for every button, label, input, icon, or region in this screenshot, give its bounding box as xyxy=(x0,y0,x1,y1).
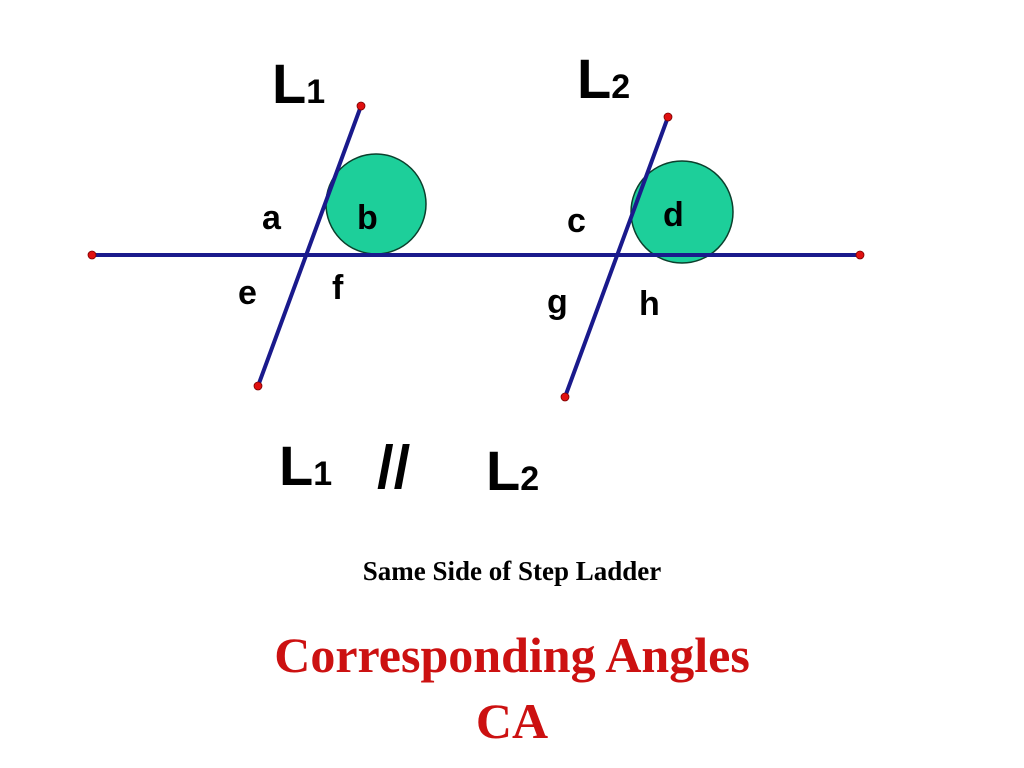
relation-left-label: L1 xyxy=(279,434,332,497)
line-l2 xyxy=(563,115,670,399)
line-l1 xyxy=(256,104,363,388)
relation-right-label: L2 xyxy=(486,439,539,502)
angle-e-label: e xyxy=(238,274,257,312)
line-l2-label: L2 xyxy=(577,47,630,110)
angle-d-label: d xyxy=(663,196,684,234)
transversal-left-endpoint xyxy=(87,250,97,260)
angle-a-label: a xyxy=(262,199,282,237)
angle-f-label: f xyxy=(332,269,344,307)
line-l2-top-endpoint xyxy=(663,112,673,122)
title-abbreviation: CA xyxy=(475,693,549,749)
transversal-right-endpoint xyxy=(855,250,865,260)
step-ladder-caption: Same Side of Step Ladder xyxy=(362,556,662,586)
line-l1-top-endpoint xyxy=(356,101,366,111)
angle-b-label: b xyxy=(357,199,378,237)
line-l1-bottom-endpoint xyxy=(253,381,263,391)
line-l1-label: L1 xyxy=(272,52,325,115)
title-corresponding-angles: Corresponding Angles xyxy=(274,627,750,683)
angle-c-label: c xyxy=(567,202,586,240)
line-l2-bottom-endpoint xyxy=(560,392,570,402)
angle-h-label: h xyxy=(639,285,660,323)
angle-g-label: g xyxy=(547,283,568,321)
parallel-symbol: // xyxy=(377,434,411,501)
